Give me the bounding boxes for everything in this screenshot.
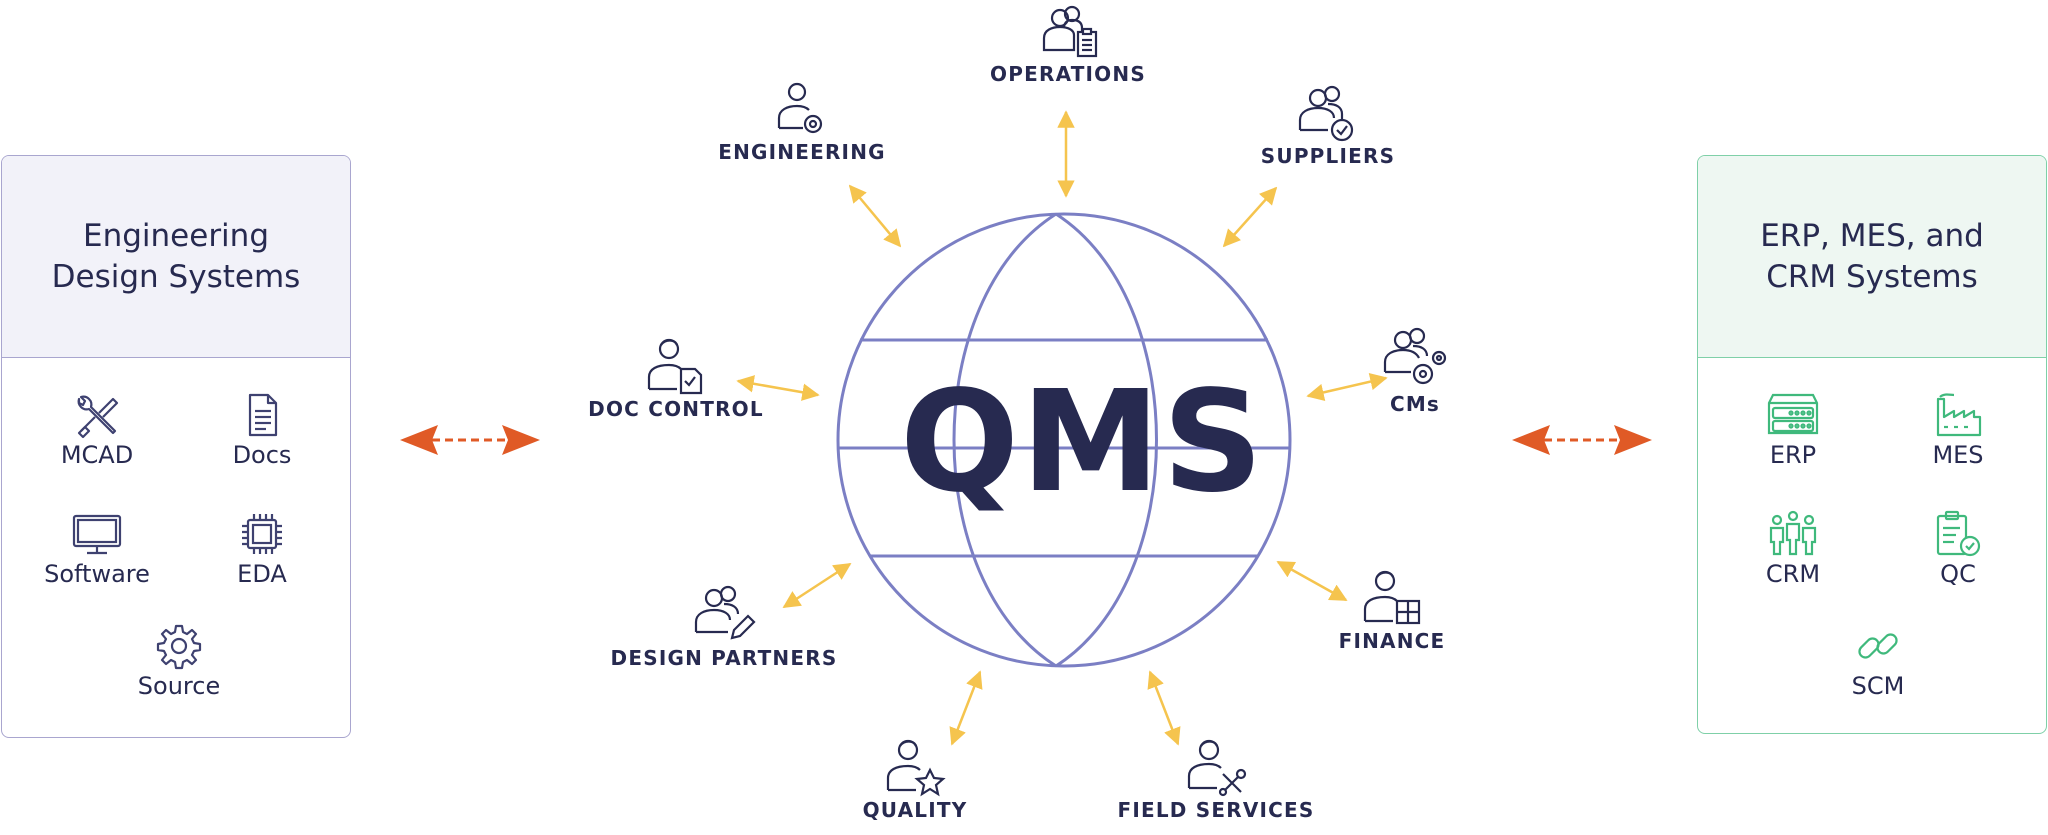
group-suppliers: SUPPLIERS	[1208, 80, 1448, 168]
user-star-icon	[886, 739, 946, 797]
system-label: MES	[1932, 441, 1984, 469]
erp-mes-crm-systems-panel: ERP, MES, and CRM Systems ERP MES CRM	[1697, 155, 2047, 734]
group-label: DOC CONTROL	[588, 397, 764, 421]
group-label: DESIGN PARTNERS	[610, 646, 838, 670]
system-qc: QC	[1883, 510, 2033, 588]
chain-link-icon	[1858, 633, 1898, 659]
qms-logo: QMS	[900, 361, 1266, 524]
system-label: QC	[1940, 560, 1976, 588]
group-field-services: FIELD SERVICES	[1096, 736, 1336, 822]
system-label: Source	[137, 672, 221, 700]
group-design-partners: DESIGN PARTNERS	[604, 580, 844, 670]
system-mcad: MCAD	[22, 391, 172, 469]
user-gear-icon	[777, 82, 823, 134]
system-erp: ERP	[1718, 391, 1868, 469]
group-label: FINANCE	[1338, 629, 1446, 653]
system-scm: SCM	[1803, 622, 1953, 700]
document-icon	[248, 393, 278, 437]
people-group-icon	[1769, 510, 1817, 556]
user-tools-icon	[1187, 739, 1247, 797]
group-operations: OPERATIONS	[948, 0, 1188, 86]
system-label: MCAD	[60, 441, 134, 469]
server-icon	[1767, 393, 1819, 435]
group-cms: CMs	[1295, 322, 1535, 416]
engineering-design-systems-panel: Engineering Design Systems MCAD Docs Sof…	[1, 155, 351, 738]
group-label: QUALITY	[862, 798, 968, 822]
group-doc-control: DOC CONTROL	[556, 333, 796, 421]
system-docs: Docs	[187, 391, 337, 469]
users-pen-icon	[694, 585, 756, 640]
users-clipboard-icon	[1042, 5, 1098, 58]
monitor-icon	[72, 514, 122, 555]
system-crm: CRM	[1718, 510, 1868, 588]
system-mes: MES	[1883, 391, 2033, 469]
panel-title: Engineering Design Systems	[2, 156, 350, 358]
chip-icon	[242, 514, 282, 554]
group-label: ENGINEERING	[718, 140, 886, 164]
system-label: EDA	[237, 560, 287, 588]
users-gears-icon	[1383, 327, 1447, 385]
system-eda: EDA	[187, 510, 337, 588]
group-finance: FINANCE	[1272, 565, 1512, 653]
system-software: Software	[22, 510, 172, 588]
wrench-screwdriver-icon	[77, 395, 119, 439]
yellow-arrows	[736, 110, 1388, 746]
group-quality: QUALITY	[795, 736, 1035, 822]
system-label: CRM	[1765, 560, 1821, 588]
group-label: OPERATIONS	[990, 62, 1146, 86]
left-bidirectional-arrow	[400, 425, 540, 455]
system-label: Software	[44, 560, 150, 588]
group-label: CMs	[1389, 392, 1441, 416]
group-engineering: ENGINEERING	[682, 78, 922, 164]
system-source: Source	[104, 622, 254, 700]
panel-title: ERP, MES, and CRM Systems	[1698, 156, 2046, 358]
system-label: ERP	[1769, 441, 1817, 469]
system-label: Docs	[232, 441, 292, 469]
globe-graphic	[836, 212, 1292, 668]
group-label: SUPPLIERS	[1260, 144, 1396, 168]
user-document-icon	[647, 338, 703, 395]
clipboard-check-icon	[1936, 510, 1981, 557]
system-label: SCM	[1851, 672, 1905, 700]
right-bidirectional-arrow	[1512, 425, 1652, 455]
gear-icon	[156, 624, 202, 670]
users-check-icon	[1298, 85, 1354, 142]
group-label: FIELD SERVICES	[1117, 798, 1315, 822]
user-calculator-icon	[1363, 570, 1421, 625]
factory-icon	[1936, 393, 1982, 437]
